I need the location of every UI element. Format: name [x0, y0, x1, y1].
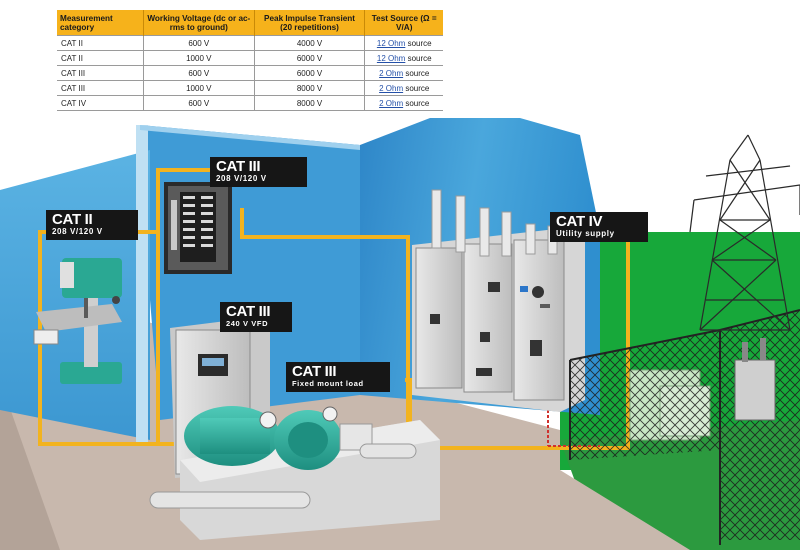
cell-impulse: 6000 V	[254, 50, 366, 66]
cat3-vfd-label: CAT III 240 V VFD	[220, 302, 292, 332]
wall-top-cap	[140, 125, 360, 150]
cell-category: CAT IV	[57, 95, 144, 111]
source-ohm: 2 Ohm	[379, 68, 404, 78]
source-suffix: source	[403, 83, 430, 93]
cat2-label: CAT II 208 V/120 V	[46, 210, 138, 240]
floor-dark-edge	[0, 380, 60, 550]
cell-voltage: 600 V	[143, 65, 255, 81]
cat3-vfd-sub: 240 V VFD	[226, 319, 269, 328]
source-suffix: source	[403, 98, 430, 108]
table-header-row: Measurement category Working Voltage (dc…	[57, 10, 443, 36]
source-suffix: source	[405, 53, 432, 63]
table-row: CAT III 1000 V 8000 V 2 Ohm source	[57, 80, 443, 96]
table-row: CAT IV 600 V 8000 V 2 Ohm source	[57, 95, 443, 111]
cat3-load-sub: Fixed mount load	[292, 379, 364, 388]
cat3-load-name: CAT III	[292, 363, 337, 380]
header-test-source: Test Source (Ω = V/A)	[364, 10, 443, 36]
cell-voltage: 1000 V	[143, 50, 255, 66]
cat2-name: CAT II	[52, 211, 93, 228]
wall-edge	[136, 125, 148, 445]
header-peak-impulse: Peak Impulse Transient (20 repetitions)	[254, 10, 366, 36]
cell-voltage: 600 V	[143, 95, 255, 111]
cell-source: 2 Ohm source	[364, 65, 443, 81]
source-suffix: source	[405, 38, 432, 48]
cat3-load-label: CAT III Fixed mount load	[286, 362, 390, 392]
cell-source: 12 Ohm source	[364, 35, 443, 51]
floor	[0, 250, 690, 550]
source-suffix: source	[403, 68, 430, 78]
cat4-name: CAT IV	[556, 213, 603, 230]
table-row: CAT III 600 V 6000 V 2 Ohm source	[57, 65, 443, 81]
cell-impulse: 6000 V	[254, 65, 366, 81]
cell-impulse: 4000 V	[254, 35, 366, 51]
cell-source: 12 Ohm source	[364, 50, 443, 66]
substation	[569, 309, 800, 545]
cell-category: CAT III	[57, 65, 144, 81]
cell-voltage: 1000 V	[143, 80, 255, 96]
cat4-sub: Utility supply	[556, 229, 615, 238]
source-ohm: 2 Ohm	[379, 98, 404, 108]
header-category: Measurement category	[57, 10, 144, 36]
cell-category: CAT III	[57, 80, 144, 96]
cell-source: 2 Ohm source	[364, 80, 443, 96]
transmission-tower	[689, 134, 800, 331]
cell-impulse: 8000 V	[254, 80, 366, 96]
cat3-vfd-name: CAT III	[226, 303, 271, 320]
fence-front	[570, 330, 720, 460]
header-working-voltage: Working Voltage (dc or ac-rms to ground)	[143, 10, 255, 36]
source-ohm: 12 Ohm	[376, 38, 406, 48]
cell-voltage: 600 V	[143, 35, 255, 51]
table-row: CAT II 600 V 4000 V 12 Ohm source	[57, 35, 443, 51]
cat2-sub: 208 V/120 V	[52, 227, 103, 236]
cat3-panel-sub: 208 V/120 V	[216, 174, 267, 183]
table-row: CAT II 1000 V 6000 V 12 Ohm source	[57, 50, 443, 66]
cell-category: CAT II	[57, 50, 144, 66]
cell-impulse: 8000 V	[254, 95, 366, 111]
cat4-label: CAT IV Utility supply	[550, 212, 648, 242]
motor-pump	[149, 406, 440, 540]
cell-category: CAT II	[57, 35, 144, 51]
measurement-category-table: Measurement category Working Voltage (dc…	[57, 10, 443, 111]
drill-press	[33, 258, 122, 384]
cat3-panel-name: CAT III	[216, 158, 261, 175]
source-ohm: 2 Ohm	[379, 83, 404, 93]
switchgear	[412, 189, 585, 412]
cat3-panel-label: CAT III 208 V/120 V	[210, 157, 307, 187]
cell-source: 2 Ohm source	[364, 95, 443, 111]
source-ohm: 12 Ohm	[376, 53, 406, 63]
breaker-panel	[164, 182, 232, 274]
